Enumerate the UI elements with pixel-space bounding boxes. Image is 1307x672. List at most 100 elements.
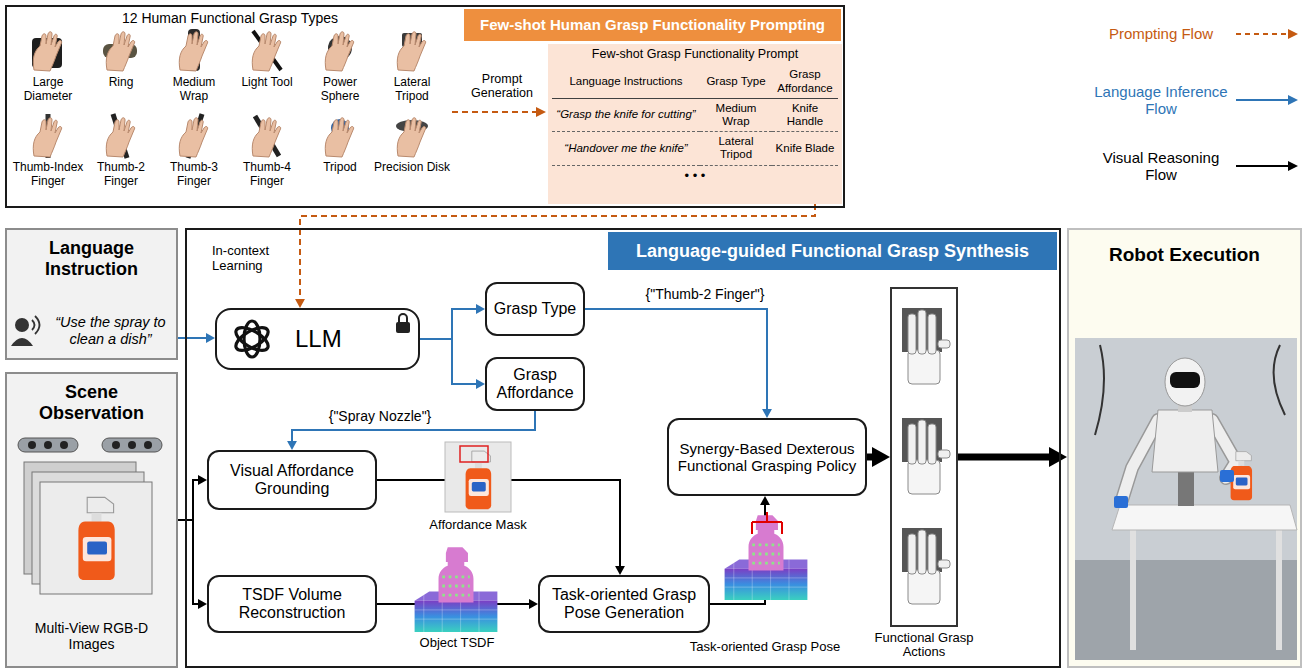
illustration xyxy=(1114,496,1128,508)
connector-line xyxy=(585,309,767,411)
illustration xyxy=(179,118,207,157)
illustration xyxy=(78,497,114,580)
illustration xyxy=(33,114,61,158)
illustration xyxy=(144,441,152,449)
illustration xyxy=(32,32,62,71)
illustration xyxy=(1152,410,1218,472)
table-cell: Language Instructions xyxy=(552,65,700,98)
connector-line xyxy=(420,339,478,384)
illustration xyxy=(232,323,271,355)
legend-line xyxy=(1236,33,1288,35)
connector xyxy=(958,447,1067,467)
robot-panel: Robot Execution xyxy=(1067,228,1302,668)
illustration xyxy=(179,29,207,71)
arrowhead xyxy=(476,379,485,389)
label: 12 Human Functional Grasp Types xyxy=(20,10,440,26)
illustration xyxy=(1130,528,1136,650)
label: Precision Disk xyxy=(372,161,452,175)
legend-text: Visual Reasoning Flow xyxy=(1092,149,1230,184)
illustration xyxy=(18,438,78,452)
illustration xyxy=(33,32,61,71)
illustration xyxy=(244,321,260,357)
illustration xyxy=(5,372,178,668)
arrowhead xyxy=(1288,161,1298,171)
illustration xyxy=(106,114,134,158)
illustration xyxy=(1075,560,1297,660)
node-text: Multi-View RGB-D Images xyxy=(13,620,170,652)
arrowhead xyxy=(1049,447,1067,467)
arrowhead xyxy=(206,333,215,343)
illustration xyxy=(445,442,511,512)
label: Ring xyxy=(85,76,157,90)
connector xyxy=(178,333,215,343)
illustration xyxy=(752,512,782,534)
illustration xyxy=(103,32,137,71)
legend-sample xyxy=(1234,93,1300,107)
illustration xyxy=(397,32,425,71)
legend-sample xyxy=(1234,27,1300,41)
label: Large Diameter xyxy=(12,76,84,104)
connector xyxy=(867,447,890,467)
node-text: Visual Affordance Grounding xyxy=(212,462,372,499)
process-box: Synergy-Based Dexterous Functional Grasp… xyxy=(667,418,867,496)
illustration xyxy=(106,32,134,71)
illustration xyxy=(1112,505,1297,530)
illustration xyxy=(536,107,546,117)
arrowhead xyxy=(287,441,297,450)
prompt-table: Few-shot Grasp Functionality PromptLangu… xyxy=(548,44,842,204)
illustration xyxy=(252,32,280,71)
table-cell: Grasp Affordance xyxy=(772,65,838,98)
table-cell: Knife Blade xyxy=(772,132,838,165)
table-cell: Medium Wrap xyxy=(700,99,772,132)
llm-box: LLM xyxy=(215,308,420,370)
arrowhead xyxy=(198,599,207,609)
node-text: “Use the spray to clean a dish” xyxy=(47,314,174,347)
label: Thumb-4 Finger xyxy=(227,161,307,189)
illustration xyxy=(232,321,271,357)
illustration xyxy=(325,32,353,71)
process-box: Grasp Affordance xyxy=(485,357,585,411)
illustration xyxy=(415,547,498,632)
legend-text: Language Inference Flow xyxy=(1092,83,1230,118)
label: Light Tool xyxy=(231,76,303,90)
arrowhead xyxy=(529,599,538,609)
legend-text: Prompting Flow xyxy=(1092,25,1230,42)
table-cell: “Handover me the knife” xyxy=(552,132,700,165)
arrowhead xyxy=(615,566,625,575)
actions-panel: Functional Grasp Actions xyxy=(890,287,958,627)
illustration xyxy=(902,528,950,604)
arrowhead xyxy=(872,447,890,467)
table-cell: Lateral Tripod xyxy=(700,132,772,165)
illustration xyxy=(252,31,281,71)
arrowhead xyxy=(1288,29,1298,39)
illustration xyxy=(1276,528,1282,650)
connector-line xyxy=(958,454,1053,461)
illustration xyxy=(1165,358,1205,406)
legend-row: Language Inference Flow xyxy=(1092,74,1302,126)
illustration xyxy=(460,446,488,462)
illustration xyxy=(396,322,410,333)
connector-line xyxy=(178,520,200,604)
illustration xyxy=(112,441,120,449)
label: Task-oriented Grasp Pose xyxy=(675,640,855,655)
connector-line xyxy=(420,309,478,339)
illustration xyxy=(11,338,33,346)
illustration xyxy=(40,482,152,594)
illustration xyxy=(1220,470,1234,482)
table-cell: “Grasp the knife for cutting” xyxy=(552,99,700,132)
connector xyxy=(178,475,207,520)
process-box: Task-oriented Grasp Pose Generation xyxy=(538,575,710,633)
illustration xyxy=(232,323,271,355)
label: Thumb-Index Finger xyxy=(8,161,88,189)
input-panel: Language Instruction“Use the spray to cl… xyxy=(5,228,178,360)
illustration xyxy=(252,116,280,157)
prompt-table-grid: Language InstructionsGrasp TypeGrasp Aff… xyxy=(552,65,838,186)
node-text: Few-shot Grasp Functionality Prompt xyxy=(552,47,838,61)
illustration xyxy=(32,316,40,334)
node-text: Robot Execution xyxy=(1069,244,1300,266)
edge-label: {"Spray Nozzle"} xyxy=(326,408,435,424)
label: Power Sphere xyxy=(304,76,376,104)
illustration xyxy=(15,318,29,332)
illustration xyxy=(1075,338,1297,660)
illustration xyxy=(1122,420,1158,500)
